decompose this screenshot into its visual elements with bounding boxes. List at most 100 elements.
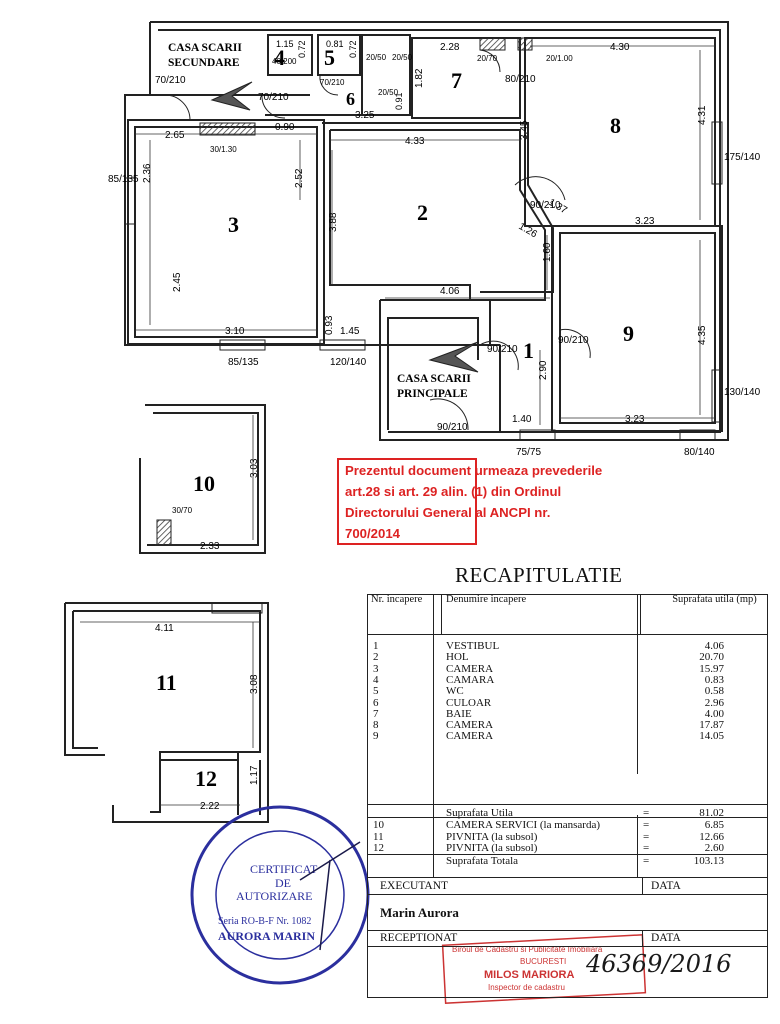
opening-size: 75/75 <box>516 447 541 458</box>
svg-text:DE: DE <box>275 876 291 890</box>
dimension: 30/1.30 <box>210 145 237 154</box>
recap-area: 12.66 <box>699 830 724 843</box>
recap-eq: = <box>643 842 650 854</box>
recap-area: 103.13 <box>693 855 724 867</box>
opening-size: 20/50 <box>366 53 387 62</box>
room-number: 10 <box>193 471 215 496</box>
recap-name: VESTIBUL <box>446 640 500 652</box>
dimension: 3.45 <box>519 120 530 140</box>
recap-area: 81.02 <box>699 807 724 819</box>
executant-date-label: DATA <box>651 880 681 892</box>
recap-area: 17.87 <box>699 719 724 732</box>
recap-area: 2.96 <box>704 696 724 709</box>
recap-nr: 8 <box>373 719 379 732</box>
signature-block: EXECUTANT DATA Marin Aurora RECEPTIONAT … <box>367 878 768 998</box>
dimension: 1.40 <box>512 414 532 425</box>
room-numbers: 1 2 3 4 5 6 7 8 9 10 11 12 <box>156 45 634 791</box>
registration-number: 46369/2016 <box>586 950 732 978</box>
dimension: 0.91 <box>394 92 404 110</box>
recap-area: 4.06 <box>704 640 724 652</box>
dimension: 4.06 <box>440 286 460 297</box>
dimension: 2.33 <box>200 541 220 552</box>
opening-size: 130/140 <box>724 387 761 398</box>
notice-line: 700/2014 <box>345 526 401 541</box>
dimension: 1.60 <box>542 242 553 262</box>
recap-name: PIVNITA (la subsol) <box>446 830 538 843</box>
svg-text:BUCURESTI: BUCURESTI <box>520 957 566 966</box>
room-number: 9 <box>623 321 634 346</box>
dimension: 3.08 <box>249 674 260 694</box>
opening-size: 90/210 <box>437 422 468 433</box>
room-number: 3 <box>228 212 239 237</box>
opening-size: 80/140 <box>684 447 715 458</box>
recap-name: Suprafata Utila <box>446 807 513 819</box>
svg-text:Biroul de Cadastru si Publicit: Biroul de Cadastru si Publicitate Imobil… <box>452 945 603 954</box>
recap-area: 20.70 <box>699 651 724 664</box>
dimension: 2.52 <box>294 168 305 188</box>
recap-eq: = <box>643 807 650 819</box>
opening-size: 85/135 <box>228 357 259 368</box>
opening-size: 70/210 <box>155 75 186 86</box>
opening-size: 120/140 <box>330 357 367 368</box>
recap-row: Suprafata Utila = 81.02 <box>367 807 768 819</box>
dimension: 1.45 <box>340 326 360 337</box>
recap-title: RECAPITULATIE <box>455 563 623 587</box>
dimension: 1.26 <box>517 221 540 240</box>
recap-name: WC <box>446 685 464 698</box>
recap-nr: 1 <box>373 640 379 652</box>
notice-line: Directorului General al ANCPI nr. <box>345 505 551 520</box>
recap-header-row: Nr. incapere Denumire incapere Suprafata… <box>367 594 768 635</box>
svg-text:Seria RO-B-F Nr. 1082: Seria RO-B-F Nr. 1082 <box>218 916 311 927</box>
recap-area: 15.97 <box>699 662 724 675</box>
dimension-lines <box>80 45 715 806</box>
secondary-stair-label: CASA SCARII <box>168 42 242 54</box>
opening-size: 85/135 <box>108 174 139 185</box>
door-swings <box>164 49 591 431</box>
room-number: 6 <box>346 89 355 109</box>
opening-size: 70/210 <box>258 92 289 103</box>
recap-name: CULOAR <box>446 696 492 709</box>
opening-size: 80/210 <box>505 74 536 85</box>
dimension: 30/70 <box>172 506 193 515</box>
windows <box>124 37 723 614</box>
recap-area: 0.58 <box>704 685 724 698</box>
dimension: 3.03 <box>249 458 260 478</box>
recap-eq: = <box>643 855 650 867</box>
opening-size: 90/210 <box>487 344 518 355</box>
dimension: 2.45 <box>172 272 183 292</box>
dimension: 20/70 <box>477 54 498 63</box>
dimension: 3.88 <box>328 212 339 232</box>
recap-eq: = <box>643 819 650 831</box>
recap-nr: 11 <box>373 830 384 843</box>
legal-notice: Prezentul document urmeaza prevederile a… <box>337 458 602 545</box>
recap-name: CAMARA <box>446 673 495 686</box>
dimension: 4.33 <box>405 136 425 147</box>
recap-nr: 9 <box>373 730 379 743</box>
dimension: 0.93 <box>324 315 335 335</box>
stair-arrows <box>210 81 479 373</box>
opening-sizes: 85/135 85/135 120/140 90/210 90/210 90/2… <box>108 53 761 458</box>
dimension: 3.10 <box>225 326 245 337</box>
room-number: 11 <box>156 670 177 695</box>
dimension: 4.30 <box>610 42 630 53</box>
recap-nr: 10 <box>373 819 384 831</box>
room-number: 8 <box>610 113 621 138</box>
room-number: 5 <box>324 45 335 70</box>
recap-row: Suprafata Totala=103.13 <box>367 855 768 867</box>
room-number: 1 <box>523 338 534 363</box>
recap-nr: 4 <box>373 673 379 686</box>
receptionat-label: RECEPTIONAT <box>380 932 458 944</box>
recap-name: PIVNITA (la subsol) <box>446 842 538 854</box>
dimension: 3.23 <box>635 216 655 227</box>
dimension: 2.90 <box>538 360 549 380</box>
recap-table: Nr. incapere Denumire incapere Suprafata… <box>367 594 768 635</box>
room-number: 7 <box>451 68 462 93</box>
recap-name: CAMERA SERVICI (la mansarda) <box>446 819 601 831</box>
